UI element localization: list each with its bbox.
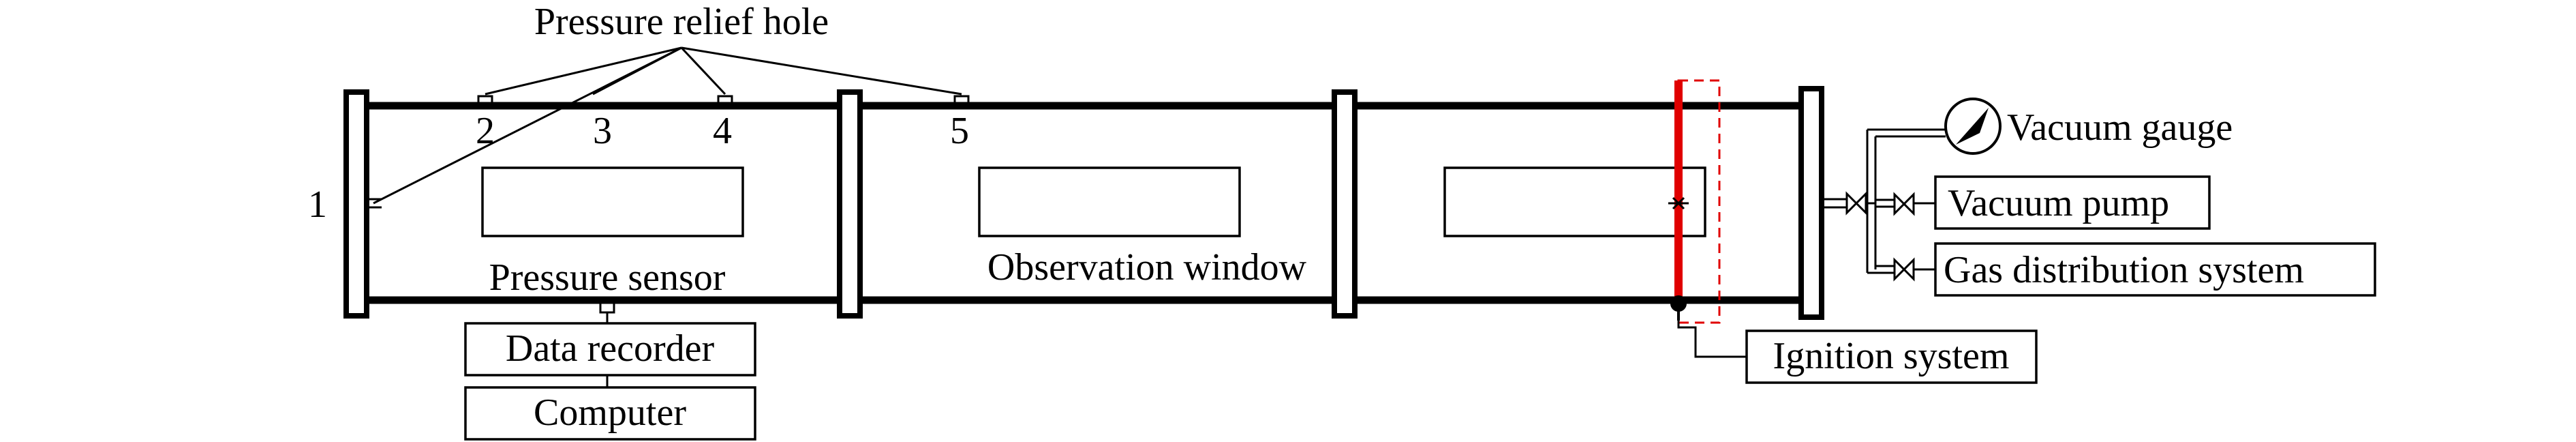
data-recorder-box [464,322,756,377]
computer-box [464,386,756,441]
relief-hole-5 [953,95,970,104]
flanges [343,86,1824,320]
vacuum-gauge-label: Vacuum gauge [2007,106,2233,149]
relief-hole-4 [717,95,733,104]
hole-number-1: 1 [308,183,327,226]
vacuum-pump-label: Vacuum pump [1948,182,2169,224]
pump-valve-icon [1893,192,1915,216]
vacuum-pump-box [1934,175,2211,230]
observation-window-2 [978,166,1241,237]
pressure-sensor-label: Pressure sensor [489,256,726,299]
hole-number-2: 2 [476,110,495,152]
observation-window-label: Observation window [987,246,1307,289]
observation-windows [481,166,1706,237]
hole-number-3: 3 [593,110,612,152]
ignition-assembly [1668,79,1747,358]
gas-distribution-box [1934,242,2376,297]
flange-left [343,89,369,319]
vacuum-gauge-icon [1944,98,2002,155]
flange-2 [837,89,863,319]
relief-hole-leaders [373,46,962,205]
ignition-system-label: Ignition system [1773,335,2010,377]
flange-right [1798,86,1824,320]
main-valve-icon [1845,191,1867,216]
relief-hole-2 [477,95,493,104]
piping-right [1822,128,1946,282]
observation-window-3 [1443,166,1706,237]
gas-valve-icon [1893,257,1915,282]
flange-3 [1332,89,1358,319]
computer-label: Computer [534,392,686,434]
hole-number-4: 4 [713,110,732,152]
relief-hole-label: Pressure relief hole [534,1,829,43]
relief-holes [477,95,970,104]
hole-number-5: 5 [950,110,969,152]
ignition-system-box [1745,329,2038,384]
sensor-connections [599,301,615,387]
data-recorder-label: Data recorder [506,327,715,370]
pressure-sensor-port [599,301,615,314]
ignition-dashed-frame [1677,79,1721,324]
observation-window-1 [481,166,744,237]
gas-distribution-label: Gas distribution system [1944,249,2304,291]
tube-body [361,102,1816,304]
relief-hole-1 [367,198,382,209]
